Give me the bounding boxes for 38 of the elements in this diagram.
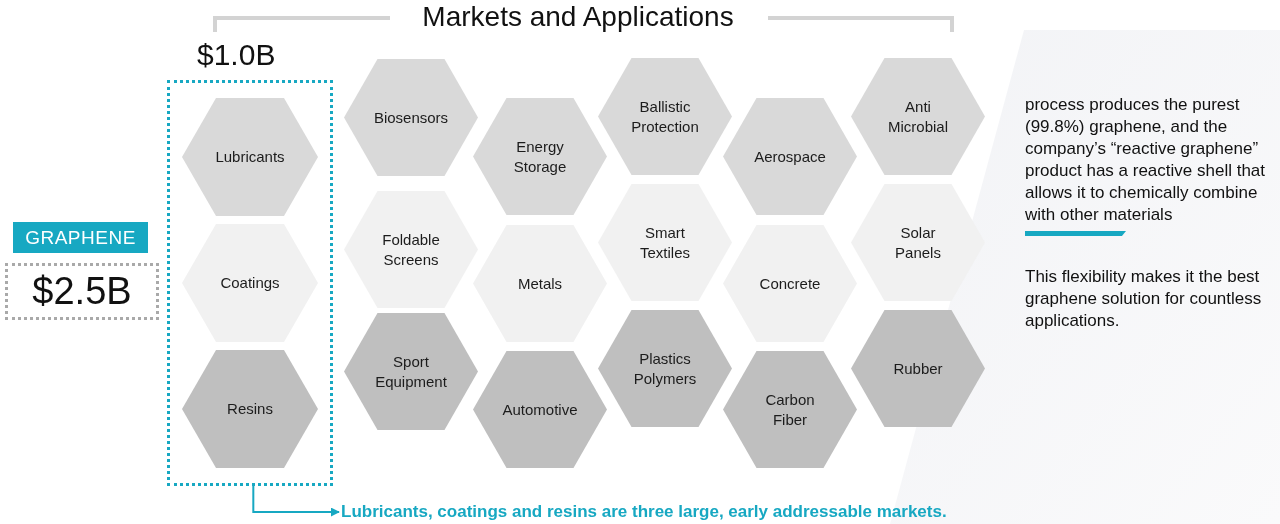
market-label: Biosensors (373, 107, 449, 128)
category-tag: GRAPHENE (13, 222, 148, 253)
value-box: $2.5B (5, 263, 159, 320)
market-size-label: $1.0B (197, 38, 276, 72)
market-label: Plastics Polymers (633, 348, 697, 389)
market-hexagon (851, 58, 985, 175)
diagram-title: Markets and Applications (422, 0, 734, 33)
market-hexagon (598, 310, 732, 427)
takeaway-note: Lubricants, coatings and resins are three large, early addressable markets. (341, 502, 947, 522)
market-hexagon (723, 351, 857, 468)
market-label: Energy Storage (513, 136, 567, 177)
market-label: Foldable Screens (382, 229, 440, 270)
market-hexagon (473, 98, 607, 215)
market-label: Carbon Fiber (765, 389, 815, 430)
market-label: Lubricants (215, 147, 285, 167)
market-label: Coatings (220, 273, 280, 293)
market-hexagon (182, 98, 318, 216)
market-label: Automotive (502, 399, 578, 420)
market-hexagon (473, 351, 607, 468)
market-hexagon (723, 98, 857, 215)
market-label: Resins (227, 399, 273, 419)
market-label: Sport Equipment (375, 351, 447, 392)
market-label: Solar Panels (895, 222, 941, 263)
market-label: Anti Microbial (888, 96, 948, 137)
market-hexagon (182, 350, 318, 468)
market-label: Rubber (893, 358, 943, 379)
description-paragraph: This flexibility makes it the best graphene solution for countless applications. (1025, 266, 1263, 332)
market-hexagon (598, 58, 732, 175)
elbow-arrow (252, 485, 340, 517)
market-label: Concrete (759, 273, 821, 294)
market-hexagon (851, 310, 985, 427)
market-label: Aerospace (754, 146, 826, 167)
market-label: Metals (517, 273, 563, 294)
description-paragraph: process produces the purest (99.8%) graphene, and the company’s “reactive graphene” product has a reactive shell that allows it to chemically combine with other materials (1025, 94, 1267, 226)
market-hexagon (344, 313, 478, 430)
market-label: Ballistic Protection (631, 96, 699, 137)
market-hexagon (344, 59, 478, 176)
market-label: Smart Textiles (640, 222, 690, 263)
